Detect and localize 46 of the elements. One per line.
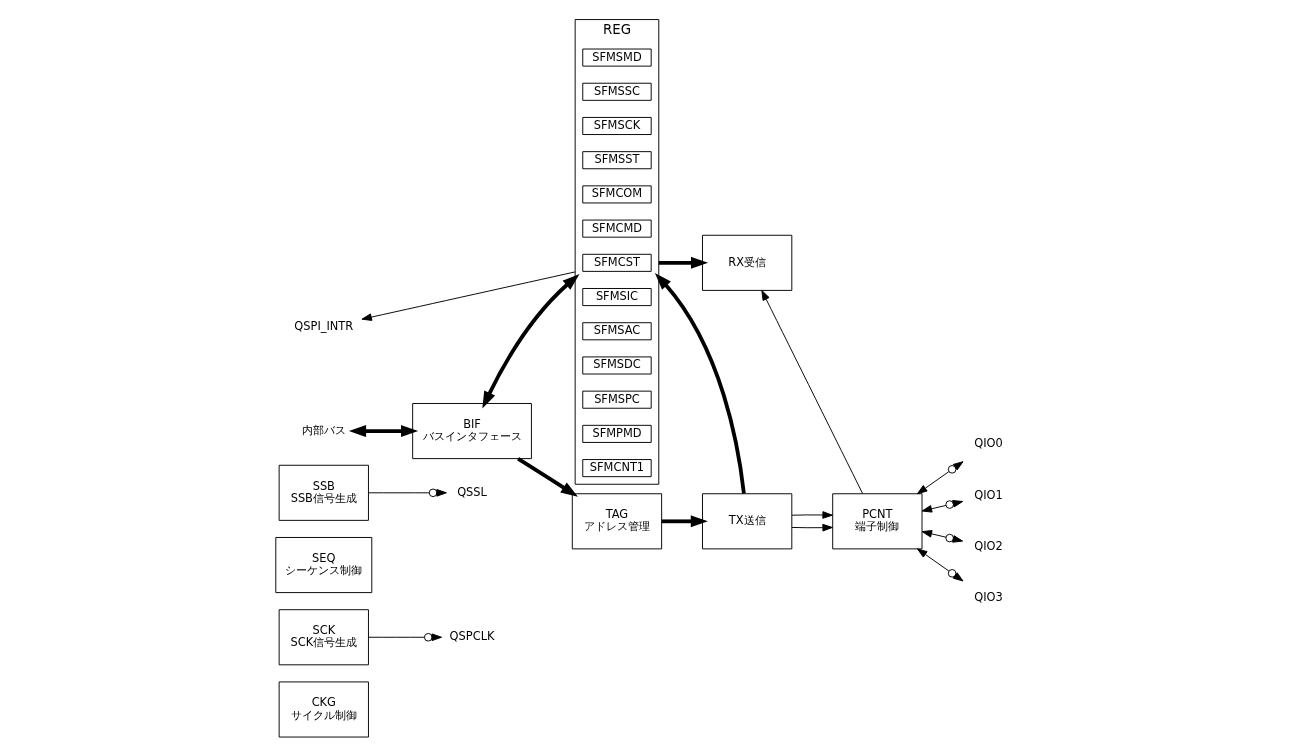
arrow — [790, 511, 833, 519]
node-box: SFMSCK — [581, 116, 652, 135]
node-box: SFMCST — [581, 253, 652, 272]
arrow — [348, 425, 418, 438]
node-box: SCK SCK信号生成 — [278, 609, 369, 666]
arrow — [921, 500, 963, 513]
node-text: QIO1 — [973, 487, 1003, 502]
arrow — [921, 530, 963, 543]
node-text: QSPCLK — [449, 629, 494, 644]
node-box: TX送信 — [701, 493, 792, 550]
arrow — [658, 256, 708, 269]
arrow — [654, 273, 746, 494]
arrow — [790, 523, 833, 532]
node-box: SFMSMD — [581, 48, 652, 67]
node-box: SFMPMD — [581, 424, 652, 443]
node-box: PCNT 端子制御 — [831, 493, 922, 550]
node-text: QIO3 — [973, 590, 1003, 605]
arrow — [367, 488, 447, 498]
node-box: RX受信 — [701, 234, 792, 291]
arrow — [360, 271, 576, 321]
node-box: BIF バスインタフェース — [411, 403, 532, 460]
node-box: SFMSST — [581, 151, 652, 170]
arrow — [916, 461, 963, 495]
node-box: TAG アドレス管理 — [571, 493, 662, 550]
node-box: CKG サイクル制御 — [278, 681, 369, 738]
arrow — [481, 274, 580, 409]
node-text: 内部バス — [301, 422, 346, 437]
node-box: SFMSIC — [581, 288, 652, 307]
node-text: QIO2 — [973, 538, 1003, 553]
node-box: SFMSSC — [581, 82, 652, 101]
node-box: SFMSAC — [581, 322, 652, 341]
node-box: SFMSDC — [581, 356, 652, 375]
arrow — [516, 457, 578, 497]
arrow — [760, 290, 863, 494]
node-box: SFMCNT1 — [581, 459, 652, 478]
arrow — [367, 633, 442, 642]
node-box: SFMCMD — [581, 219, 652, 238]
node-box: SSB SSB信号生成 — [278, 464, 369, 521]
node-box: SEQ シーケンス制御 — [274, 537, 372, 594]
node-box: SFMSPC — [581, 390, 652, 409]
arrow — [916, 548, 963, 582]
arrow — [661, 515, 708, 528]
node-box: SFMCOM — [581, 185, 652, 204]
node-text: QSPI_INTR — [293, 319, 353, 334]
node-text: QIO0 — [973, 436, 1003, 451]
node-text: QSSL — [456, 484, 487, 499]
